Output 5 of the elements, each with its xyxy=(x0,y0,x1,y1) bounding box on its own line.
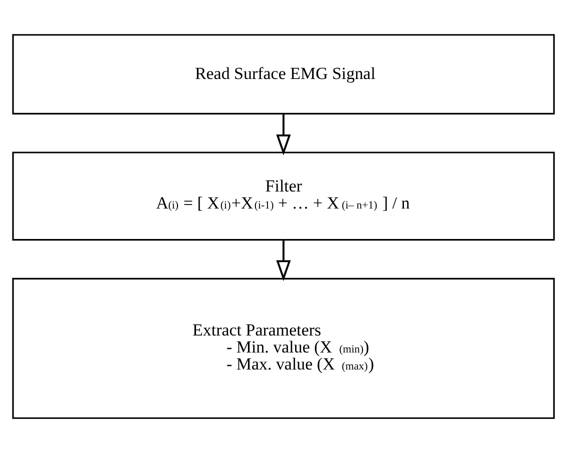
node-box: Read Surface EMG Signal xyxy=(12,34,555,114)
arrow xyxy=(276,114,291,156)
arrow xyxy=(276,240,291,282)
node-box: Filter A(i) = [ X(i)+X(i-1) + … + X(i– n+1) ] / n xyxy=(12,152,555,241)
node-box: Extract Parameters - Min. value (X (min)) - Max. value (X (max)) xyxy=(12,278,555,419)
